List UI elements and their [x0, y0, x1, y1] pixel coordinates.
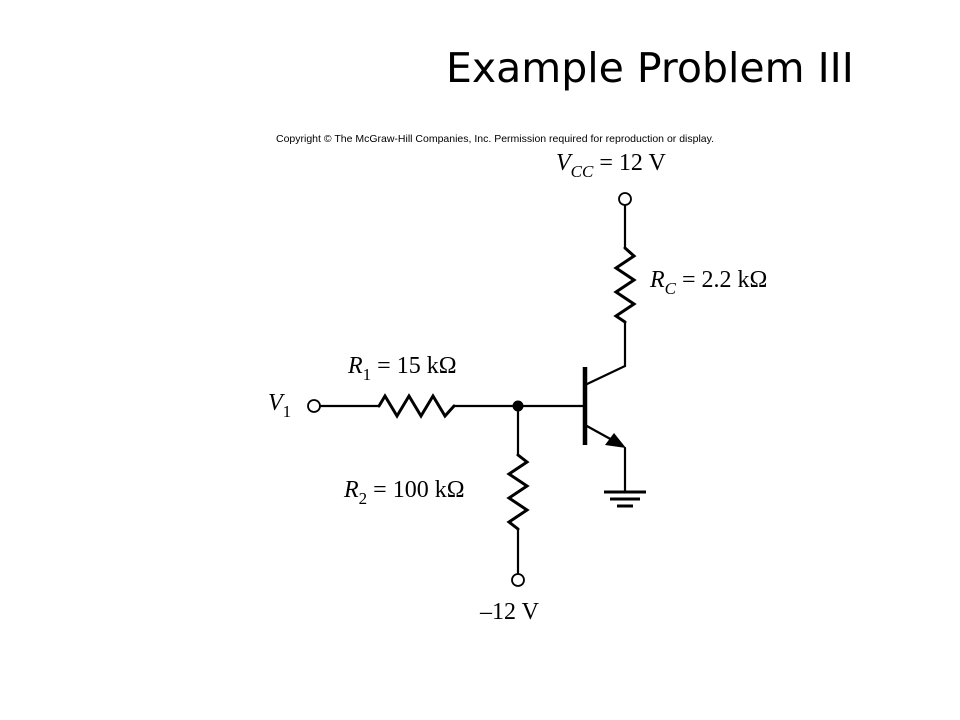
r1-label: R1= 15 kΩ: [347, 353, 457, 384]
vee-label: –12 V: [479, 599, 540, 625]
slide-title: Example Problem III: [446, 44, 854, 92]
rc-resistor: [613, 246, 637, 324]
r1-resistor: [377, 393, 456, 419]
r2-label: R2= 100 kΩ: [343, 477, 465, 508]
rc-label: RC= 2.2 kΩ: [649, 267, 767, 298]
copyright-notice: Copyright © The McGraw-Hill Companies, I…: [276, 133, 715, 145]
vee-terminal: [511, 573, 525, 587]
r2-resistor: [506, 453, 530, 531]
v1-terminal: [307, 399, 321, 413]
ground-symbol: [604, 490, 646, 508]
npn-transistor: [582, 364, 627, 448]
vcc-label: VCC= 12 V: [556, 150, 666, 181]
vcc-terminal: [618, 192, 632, 206]
v1-label: V1: [268, 390, 291, 421]
